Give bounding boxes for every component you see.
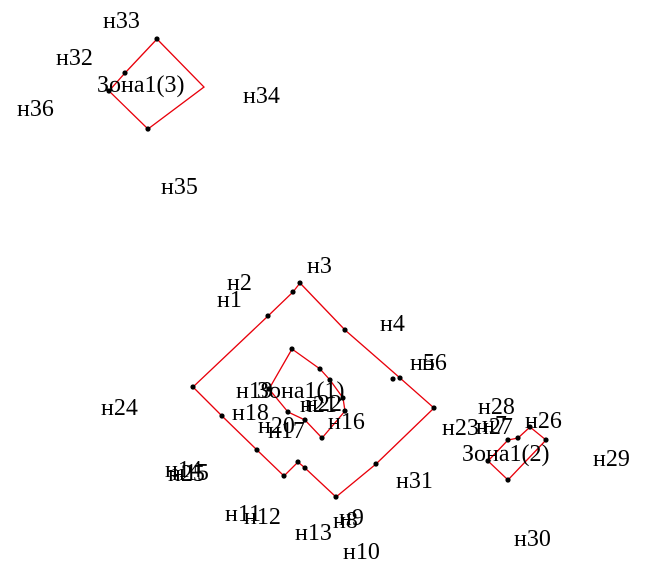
point-label-н14: н14 xyxy=(165,457,202,483)
boundary-point-23 xyxy=(340,395,346,401)
boundary-point-27 xyxy=(285,409,291,415)
zone-main-label: Зона1(1) xyxy=(257,378,345,404)
point-label-н24: н24 xyxy=(101,395,138,421)
boundary-point-8 xyxy=(342,327,348,333)
boundary-line-1 xyxy=(108,38,205,130)
point-label-н3: н3 xyxy=(307,253,332,279)
point-label-н2: н2 xyxy=(227,270,252,296)
point-label-н19: н19 xyxy=(236,378,273,404)
boundary-point-21 xyxy=(317,366,323,372)
boundary-point-10 xyxy=(390,376,396,382)
boundary-point-14 xyxy=(302,465,308,471)
point-label-н26: н26 xyxy=(525,408,562,434)
boundary-point-9 xyxy=(397,375,403,381)
point-label-н36: н36 xyxy=(17,96,54,122)
point-label-н32: н32 xyxy=(56,45,93,71)
point-label-н12: н12 xyxy=(244,504,281,530)
boundary-point-16 xyxy=(281,473,287,479)
boundary-point-30 xyxy=(515,435,521,441)
boundary-point-13 xyxy=(333,494,339,500)
boundary-point-17 xyxy=(254,447,260,453)
point-label-н6: н6 xyxy=(422,350,447,376)
boundary-point-29 xyxy=(505,437,511,443)
point-label-н29: н29 xyxy=(593,446,630,472)
point-label-н27: н27 xyxy=(476,414,513,440)
point-label-н25: н25 xyxy=(168,461,205,487)
point-label-н28: н28 xyxy=(478,394,515,420)
boundary-point-1 xyxy=(154,36,160,42)
point-labels: н1н2н3н4н5н6н7н8н9н10н11н12н13н14н15н16н… xyxy=(17,8,630,565)
point-label-н5: н5 xyxy=(410,350,435,376)
zone-top-label: Зона1(3) xyxy=(97,72,185,98)
boundary-point-7 xyxy=(265,313,271,319)
point-label-н7: н7 xyxy=(482,412,507,438)
point-label-н18: н18 xyxy=(232,400,269,426)
boundary-point-32 xyxy=(543,437,549,443)
boundary-point-4 xyxy=(145,126,151,132)
boundary-point-33 xyxy=(505,477,511,483)
boundary-point-6 xyxy=(297,280,303,286)
boundary-point-31 xyxy=(527,424,533,430)
boundary-point-34 xyxy=(485,458,491,464)
point-label-н30: н30 xyxy=(514,526,551,552)
boundary-point-20 xyxy=(289,346,295,352)
zone-labels: Зона1(3) Зона1(1) Зона1(2) xyxy=(97,72,550,467)
point-label-н15: н15 xyxy=(172,460,209,486)
point-label-н23: н23 xyxy=(442,415,479,441)
point-label-н35: н35 xyxy=(161,174,198,200)
boundary-point-24 xyxy=(342,408,348,414)
boundary-point-28 xyxy=(266,386,272,392)
point-label-н1: н1 xyxy=(217,287,242,313)
point-label-н16: н16 xyxy=(328,409,365,435)
boundary-point-19 xyxy=(190,384,196,390)
zone-right-label: Зона1(2) xyxy=(462,441,550,467)
point-label-н13: н13 xyxy=(295,520,332,546)
boundary-points xyxy=(106,36,549,500)
boundary-point-12 xyxy=(373,461,379,467)
point-label-н8: н8 xyxy=(333,508,358,534)
point-label-н9: н9 xyxy=(339,505,364,531)
point-label-н10: н10 xyxy=(343,539,380,565)
point-label-н4: н4 xyxy=(380,311,405,337)
boundary-point-18 xyxy=(219,413,225,419)
boundary-point-25 xyxy=(319,435,325,441)
point-label-н33: н33 xyxy=(103,8,140,34)
boundary-point-15 xyxy=(295,459,301,465)
boundary-point-26 xyxy=(302,417,308,423)
boundary-point-3 xyxy=(106,88,112,94)
point-label-н22: н22 xyxy=(305,391,342,417)
boundary-line-3 xyxy=(268,348,346,439)
boundary-point-22 xyxy=(327,377,333,383)
boundary-point-5 xyxy=(290,289,296,295)
point-label-н17: н17 xyxy=(268,418,305,444)
point-label-н34: н34 xyxy=(243,83,280,109)
boundary-point-2 xyxy=(122,70,128,76)
point-label-н21: н21 xyxy=(300,392,337,418)
boundary-point-11 xyxy=(431,405,437,411)
point-label-н31: н31 xyxy=(396,468,433,494)
point-label-н11: н11 xyxy=(225,501,261,527)
point-label-н20: н20 xyxy=(258,413,295,439)
